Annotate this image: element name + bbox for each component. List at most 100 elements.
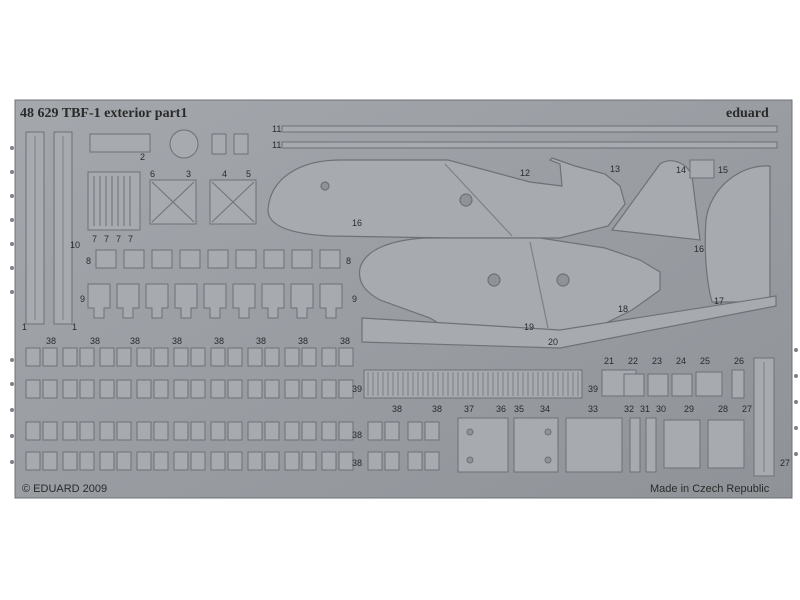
part-number-label: 3: [186, 169, 191, 179]
part-strips-left: [25, 131, 73, 325]
part-number-label: 38: [214, 336, 224, 346]
part-38: [79, 451, 95, 471]
part-number-label: 24: [676, 356, 686, 366]
part-8: [207, 249, 229, 269]
part-number-label: 12: [520, 168, 530, 178]
part-38-grids: [25, 347, 440, 471]
part-number-label: 27: [742, 404, 752, 414]
part-38: [264, 347, 280, 367]
part-number-label: 29: [684, 404, 694, 414]
part-number-label: 18: [618, 304, 628, 314]
part-number-label: 14: [676, 165, 686, 175]
copyright-text: © EDUARD 2009: [22, 483, 107, 495]
part-38: [407, 421, 423, 441]
part-38: [99, 379, 115, 399]
flap-parts: [267, 157, 661, 333]
part-8: [123, 249, 145, 269]
part-38: [99, 421, 115, 441]
part-number-label: 38: [352, 458, 362, 468]
part-38: [116, 379, 132, 399]
part-9: [87, 283, 111, 319]
part-number-label: 1: [72, 322, 77, 332]
part-38: [116, 421, 132, 441]
part-number-label: 38: [46, 336, 56, 346]
part-38: [153, 451, 169, 471]
part-38: [210, 347, 226, 367]
part-number-label: 2: [140, 152, 145, 162]
part-8: [95, 249, 117, 269]
part-number-label: 8: [86, 256, 91, 266]
part-38: [190, 451, 206, 471]
part-38: [190, 347, 206, 367]
part-38: [116, 451, 132, 471]
part-number-label: 34: [540, 404, 550, 414]
part-number-label: 9: [352, 294, 357, 304]
part-38: [264, 451, 280, 471]
part-number-label: 27: [780, 458, 790, 468]
part-number-label: 7: [92, 234, 97, 244]
part-17-fin: [704, 165, 771, 303]
part-number-label: 10: [70, 240, 80, 250]
part-38: [284, 347, 300, 367]
part-9: [261, 283, 285, 319]
part-number-label: 38: [392, 404, 402, 414]
part-38: [210, 421, 226, 441]
part-number-label: 36: [496, 404, 506, 414]
side-tabs-left: [10, 146, 798, 464]
part-number-label: 19: [524, 322, 534, 332]
part-38: [136, 421, 152, 441]
part-38: [227, 379, 243, 399]
part-number-label: 17: [714, 296, 724, 306]
part-number-label: 39: [352, 384, 362, 394]
part-number-label: 8: [346, 256, 351, 266]
part-38: [384, 451, 400, 471]
part-38: [153, 379, 169, 399]
part-38: [62, 451, 78, 471]
brand-logo-text: eduard: [726, 106, 769, 121]
part-number-label: 33: [588, 404, 598, 414]
part-38: [367, 451, 383, 471]
part-11-rails: [281, 125, 778, 149]
part-number-label: 7: [116, 234, 121, 244]
part-38: [99, 451, 115, 471]
part-38: [136, 347, 152, 367]
part-38: [227, 451, 243, 471]
part-8: [319, 249, 341, 269]
part-38: [25, 347, 41, 367]
part-38: [79, 421, 95, 441]
part-38: [247, 451, 263, 471]
part-8: [179, 249, 201, 269]
part-38: [424, 451, 440, 471]
part-38: [321, 347, 337, 367]
part-number-label: 28: [718, 404, 728, 414]
part-38: [227, 347, 243, 367]
part-38: [190, 379, 206, 399]
sheet-title: 48 629 TBF-1 exterior part1: [20, 106, 187, 121]
part-38: [42, 347, 58, 367]
part-9: [203, 283, 227, 319]
parts-21-26: [601, 369, 745, 399]
part-27-strip: [753, 357, 775, 477]
part-38: [321, 421, 337, 441]
part-38: [338, 379, 354, 399]
part-38: [210, 379, 226, 399]
part-number-label: 38: [340, 336, 350, 346]
part-38: [116, 347, 132, 367]
part-number-label: 25: [700, 356, 710, 366]
part-9: [319, 283, 343, 319]
part-number-label: 38: [130, 336, 140, 346]
part-38: [338, 451, 354, 471]
part-number-label: 26: [734, 356, 744, 366]
part-number-label: 38: [256, 336, 266, 346]
part-38: [338, 421, 354, 441]
part-38: [79, 379, 95, 399]
part-38: [136, 451, 152, 471]
part-14-15: [689, 159, 715, 179]
part-number-label: 38: [298, 336, 308, 346]
part-38: [190, 421, 206, 441]
part-number-label: 9: [80, 294, 85, 304]
part-38: [247, 347, 263, 367]
part-2-group: [89, 129, 249, 159]
part-number-label: 6: [150, 169, 155, 179]
part-number-label: 32: [624, 404, 634, 414]
